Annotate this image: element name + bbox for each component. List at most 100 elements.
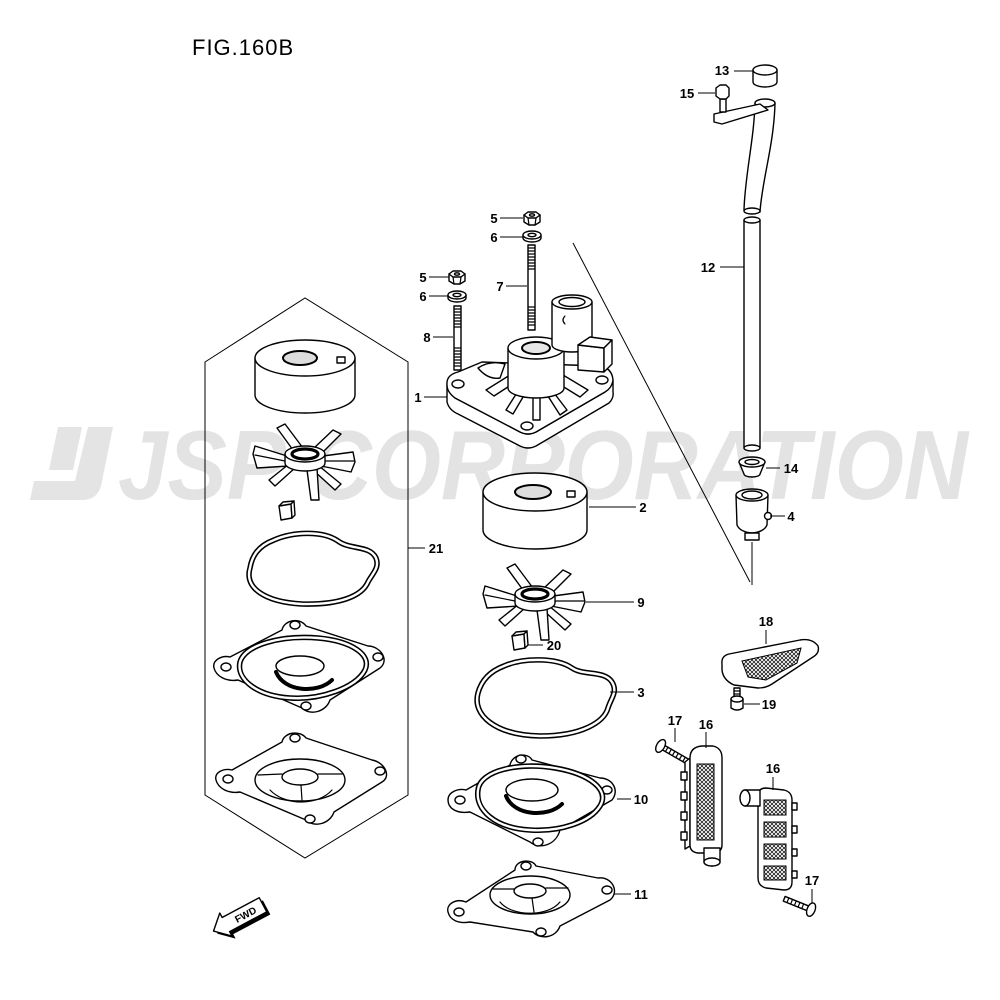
plate-gasket-inner xyxy=(476,764,604,832)
strainer-nozzle-end xyxy=(739,789,751,807)
kit-pump-case-insert xyxy=(254,339,356,414)
impeller-9 xyxy=(481,562,587,642)
water-strainer-16-left xyxy=(680,745,723,867)
hose-joint-4 xyxy=(735,488,773,541)
gasket-hub-ring xyxy=(281,768,319,786)
hose-upper-section xyxy=(743,102,776,213)
callout-3: 3 xyxy=(637,685,644,700)
hose-joint-top xyxy=(743,216,761,224)
screw-threads xyxy=(786,897,805,910)
washer-6-upper xyxy=(522,230,542,243)
screw-head xyxy=(654,738,667,754)
nut-5-lower xyxy=(448,270,466,285)
case-pocket xyxy=(477,361,506,379)
stud-shaft xyxy=(527,244,536,331)
callout-9: 9 xyxy=(637,595,644,610)
gasket-bolt-hole xyxy=(535,927,547,937)
repair-kit-21 xyxy=(204,297,409,859)
screw-17-right xyxy=(782,895,817,917)
screw-head xyxy=(805,902,817,917)
callout-8: 8 xyxy=(423,330,430,345)
callout-14: 14 xyxy=(784,461,799,476)
stud-shaft xyxy=(453,305,462,371)
strainer-tab xyxy=(791,870,798,879)
callout-13: 13 xyxy=(715,63,729,78)
callout-17-upper: 17 xyxy=(668,713,682,728)
o-ring-inner xyxy=(247,532,379,606)
strainer-nozzle-end xyxy=(703,857,721,867)
hose-joint-end xyxy=(743,207,761,215)
case-water-tube-opening xyxy=(558,296,586,308)
callout-12: 12 xyxy=(701,260,715,275)
stud-bolt-8 xyxy=(453,305,462,371)
callout-5-upper: 5 xyxy=(490,211,497,226)
stud-bolt-7 xyxy=(527,244,536,331)
forward-direction-arrow: FWD xyxy=(212,897,271,939)
callout-1: 1 xyxy=(414,390,421,405)
callout-21: 21 xyxy=(429,541,443,556)
strainer-tab xyxy=(791,848,798,857)
insert-marker xyxy=(566,490,576,498)
screw-shaft xyxy=(782,895,811,912)
callout-11: 11 xyxy=(634,887,648,902)
screen-18 xyxy=(721,638,820,689)
plate-bolt-hole xyxy=(454,795,466,805)
case-side-box-front xyxy=(577,344,605,373)
impeller-key-20 xyxy=(511,630,529,651)
gasket-bolt-hole xyxy=(304,814,316,824)
stud-threads xyxy=(527,247,536,326)
case-bolt-hole xyxy=(595,375,609,385)
o-ring-3 xyxy=(474,657,618,739)
gasket-bolt-hole xyxy=(453,907,465,917)
gasket-hub-ring xyxy=(513,883,547,899)
watermark-logo-mark xyxy=(30,427,113,500)
callout-17-lower: 17 xyxy=(805,873,819,888)
callout-7: 7 xyxy=(496,279,503,294)
joint-stub xyxy=(744,532,760,541)
callout-4: 4 xyxy=(787,509,795,524)
plate-bolt-hole xyxy=(372,652,384,662)
gasket-bolt-hole xyxy=(374,766,386,776)
callout-2: 2 xyxy=(639,500,646,515)
plate-center-opening xyxy=(275,655,325,677)
strainer-tab xyxy=(791,825,798,834)
callout-16-right: 16 xyxy=(766,761,780,776)
arrow-body xyxy=(212,897,268,937)
screw-threads xyxy=(733,690,741,695)
strainer-vent xyxy=(763,821,787,838)
gasket-bolt-hole xyxy=(222,774,234,784)
plate-inlet-slot xyxy=(274,670,334,692)
pump-liner-plate-10 xyxy=(447,754,616,847)
cap-top xyxy=(752,64,778,76)
grommet-hole xyxy=(744,458,760,466)
plate-bolt-hole xyxy=(300,701,312,711)
pump-case-insert-2 xyxy=(482,472,588,550)
callout-10: 10 xyxy=(634,792,648,807)
washer-6-lower xyxy=(447,290,467,303)
screw-threads xyxy=(664,746,686,763)
hose-clamp-bolt-15 xyxy=(713,84,769,125)
plate-bolt-hole xyxy=(532,837,544,847)
grommet-14 xyxy=(738,456,766,478)
plate-bolt-hole xyxy=(220,662,232,672)
hose-bottom-end xyxy=(743,444,761,452)
callout-6-lower: 6 xyxy=(419,289,426,304)
strainer-tab xyxy=(680,811,688,821)
pump-case-1 xyxy=(446,294,614,449)
case-center-boss xyxy=(507,347,565,399)
callout-19: 19 xyxy=(762,697,776,712)
screw-19 xyxy=(730,687,744,711)
screw-head-top xyxy=(730,695,744,703)
screen-mesh xyxy=(741,647,802,681)
bolt-head xyxy=(715,84,730,100)
insert-marker xyxy=(336,356,346,364)
hose-lower-section xyxy=(743,219,761,449)
gasket-11 xyxy=(447,860,616,938)
callout-6-upper: 6 xyxy=(490,230,497,245)
gasket-spokes xyxy=(257,773,343,803)
joint-opening xyxy=(741,490,763,500)
strainer-tab xyxy=(680,791,688,801)
strainer-tab xyxy=(680,771,688,781)
nut-5-upper xyxy=(523,211,541,226)
o-ring-inner xyxy=(475,658,616,738)
